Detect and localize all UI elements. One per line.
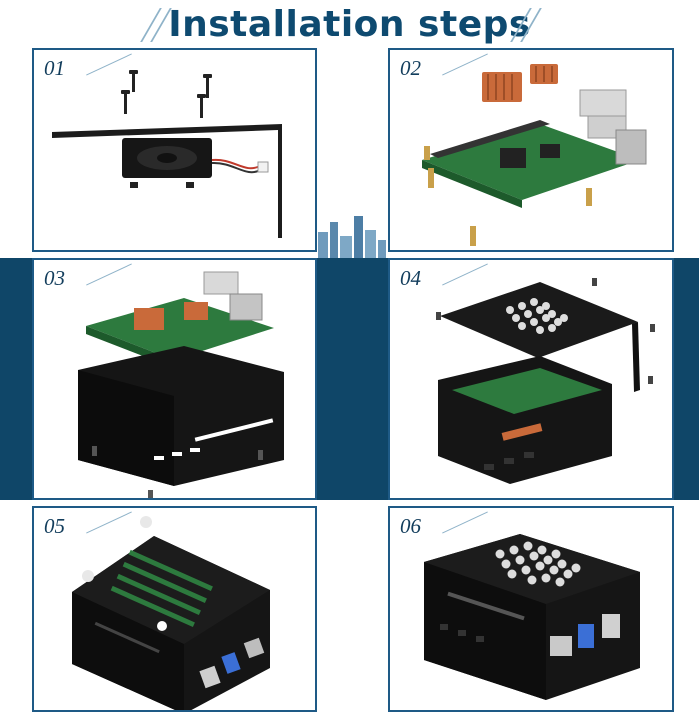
title-bar: Installation steps [0,0,699,48]
lid-on-case-image [436,278,655,484]
top-vent-holes [495,541,581,587]
step-number: 02 [400,56,421,80]
board-with-heatsinks-image [422,64,647,246]
step-panel-03: 03 [32,258,317,500]
step-number: 01 [44,56,65,80]
fan-and-bracket-image [52,70,282,238]
step-number: 06 [400,514,421,538]
step-panel-02: 02 [388,48,674,252]
step-panel-06: 06 [388,506,674,712]
page-title: Installation steps [168,4,531,45]
assembled-case-image [424,534,640,700]
step-number: 04 [400,266,421,290]
step-number: 03 [44,266,65,290]
step-panel-01: 01 [32,48,317,252]
city-skyline-decoration [318,216,386,258]
step-number: 05 [44,514,65,538]
step-panel-05: 05 [32,506,317,712]
case-with-side-vents-image [72,516,270,710]
lid-vent-holes [506,298,568,334]
step-panel-04: 04 [388,258,674,500]
board-into-case-image [78,271,284,498]
